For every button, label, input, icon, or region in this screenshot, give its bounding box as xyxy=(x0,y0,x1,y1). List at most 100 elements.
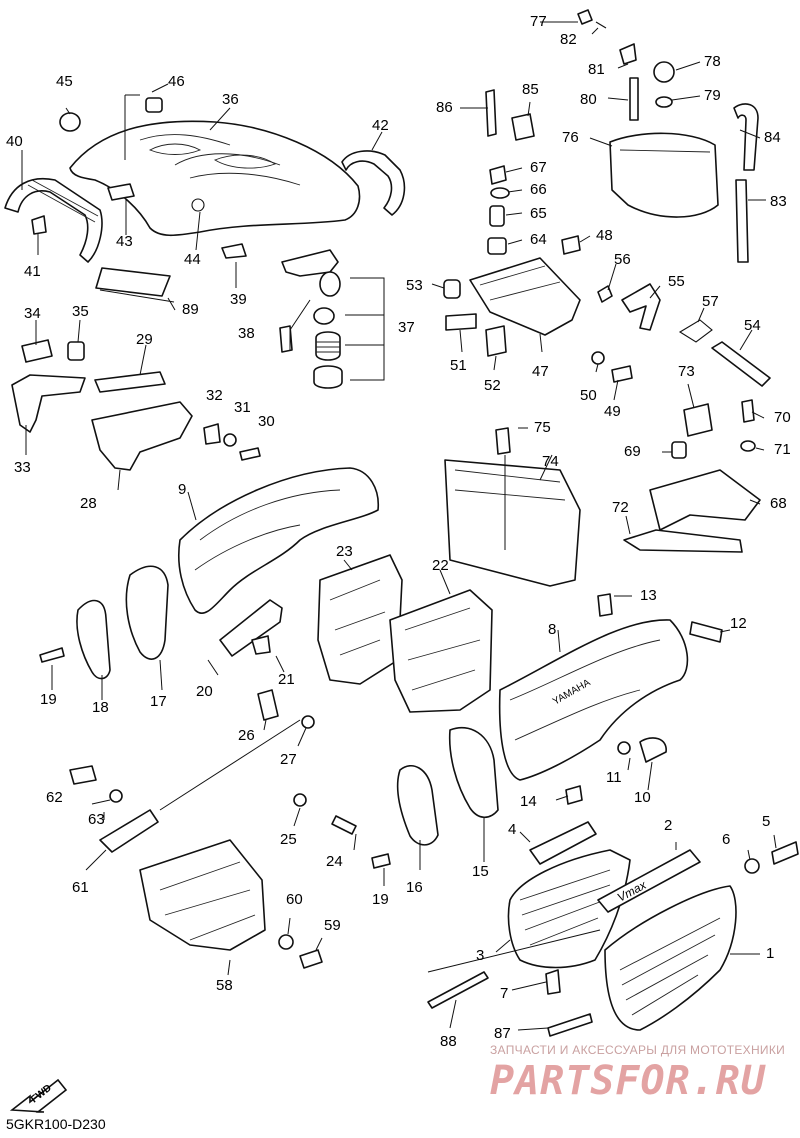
stay-part-72 xyxy=(623,529,743,553)
bolt-part-75 xyxy=(495,427,511,455)
spring-part-57 xyxy=(678,319,713,343)
screw-part-30 xyxy=(239,447,261,461)
washer-part-63 xyxy=(109,789,123,803)
damper-part-69 xyxy=(671,441,687,459)
block-part-34 xyxy=(21,339,53,363)
bracket-part-20 xyxy=(219,599,283,657)
callout-62: 62 xyxy=(46,789,63,806)
callout-55: 55 xyxy=(668,273,685,290)
callout-76: 76 xyxy=(562,129,579,146)
spacer-part-65 xyxy=(489,205,505,227)
bolt-part-26 xyxy=(257,689,279,721)
clip-part-32 xyxy=(203,423,221,445)
callout-34: 34 xyxy=(24,305,41,322)
bushing-part-67 xyxy=(489,165,507,185)
washer-part-31 xyxy=(223,433,237,447)
pad-part-39 xyxy=(221,243,247,259)
callout-10: 10 xyxy=(634,789,651,806)
callout-5: 5 xyxy=(762,813,770,830)
callout-56: 56 xyxy=(614,251,631,268)
callout-1: 1 xyxy=(766,945,774,962)
callout-89: 89 xyxy=(182,301,199,318)
callout-46: 46 xyxy=(168,73,185,90)
callout-85: 85 xyxy=(522,81,539,98)
strip-part-4 xyxy=(529,821,597,865)
callout-86: 86 xyxy=(436,99,453,116)
grommet-part-46 xyxy=(145,97,163,113)
holder-part-52 xyxy=(485,325,507,357)
callout-50: 50 xyxy=(580,387,597,404)
clip-part-82 xyxy=(595,21,607,29)
callout-25: 25 xyxy=(280,831,297,848)
grab-handle-left xyxy=(4,178,103,263)
screw-part-13 xyxy=(597,593,613,617)
rod-part-88 xyxy=(427,971,489,1009)
callout-12: 12 xyxy=(730,615,747,632)
callout-16: 16 xyxy=(406,879,423,896)
nut-part-6 xyxy=(744,858,760,874)
bracket-part-33 xyxy=(11,374,86,433)
callout-17: 17 xyxy=(150,693,167,710)
callout-82: 82 xyxy=(560,31,577,48)
callout-78: 78 xyxy=(704,53,721,70)
callout-3: 3 xyxy=(476,947,484,964)
callout-24: 24 xyxy=(326,853,343,870)
watermark-logo: PARTSFOR.RU xyxy=(490,1058,766,1104)
callout-63: 63 xyxy=(88,811,105,828)
callout-65: 65 xyxy=(530,205,547,222)
bushing-part-85 xyxy=(511,113,535,141)
cover-part-18 xyxy=(76,599,111,680)
callout-75: 75 xyxy=(534,419,551,436)
callout-35: 35 xyxy=(72,303,89,320)
callout-71: 71 xyxy=(774,441,791,458)
pad-part-89 xyxy=(95,267,171,297)
callout-labels: 1 2 3 4 5 6 7 8 9 10 11 12 13 14 15 16 1… xyxy=(6,13,791,1050)
callout-39: 39 xyxy=(230,291,247,308)
callout-11: 11 xyxy=(606,769,622,786)
callout-21: 21 xyxy=(278,671,295,688)
callout-53: 53 xyxy=(406,277,423,294)
washer-part-71 xyxy=(740,440,756,452)
bolt-part-70 xyxy=(741,399,755,423)
callout-13: 13 xyxy=(640,587,657,604)
rubber-part-73 xyxy=(683,403,713,437)
duct-part-28 xyxy=(91,401,193,471)
callout-79: 79 xyxy=(704,87,721,104)
grommet-part-53 xyxy=(443,279,461,299)
bracket-part-47 xyxy=(469,257,581,336)
frame-part-58 xyxy=(139,839,266,951)
callout-74: 74 xyxy=(542,453,559,470)
drawing-code: 5GKR100-D230 xyxy=(6,1116,106,1132)
bolt-part-24 xyxy=(331,815,357,835)
callout-64: 64 xyxy=(530,231,547,248)
callout-81: 81 xyxy=(588,61,605,78)
callout-29: 29 xyxy=(136,331,153,348)
cap-part-78 xyxy=(653,61,675,83)
washer-part-27 xyxy=(301,715,315,729)
clip-part-86 xyxy=(485,89,497,137)
callout-73: 73 xyxy=(678,363,695,380)
side-cover-part-9 xyxy=(177,467,379,614)
callout-7: 7 xyxy=(500,985,508,1002)
callout-59: 59 xyxy=(324,917,341,934)
washer-part-25 xyxy=(293,793,307,807)
callout-37: 37 xyxy=(398,319,415,336)
callout-23: 23 xyxy=(336,543,353,560)
callout-41: 41 xyxy=(24,263,41,280)
cap-part-45 xyxy=(59,112,81,132)
callout-43: 43 xyxy=(116,233,133,250)
callout-14: 14 xyxy=(520,793,537,810)
bracket-assembly-37 xyxy=(281,249,385,389)
shaft-part-54 xyxy=(711,341,771,387)
bolt-part-38 xyxy=(279,325,293,353)
callout-38: 38 xyxy=(238,325,255,342)
callout-68: 68 xyxy=(770,495,787,512)
callout-72: 72 xyxy=(612,499,629,516)
bolt-part-19a xyxy=(39,647,65,663)
grab-handle-right xyxy=(341,150,406,216)
pin-part-87 xyxy=(547,1013,593,1037)
clip-part-48 xyxy=(561,235,581,255)
washer-part-11 xyxy=(617,741,631,755)
callout-19b: 19 xyxy=(372,891,389,908)
